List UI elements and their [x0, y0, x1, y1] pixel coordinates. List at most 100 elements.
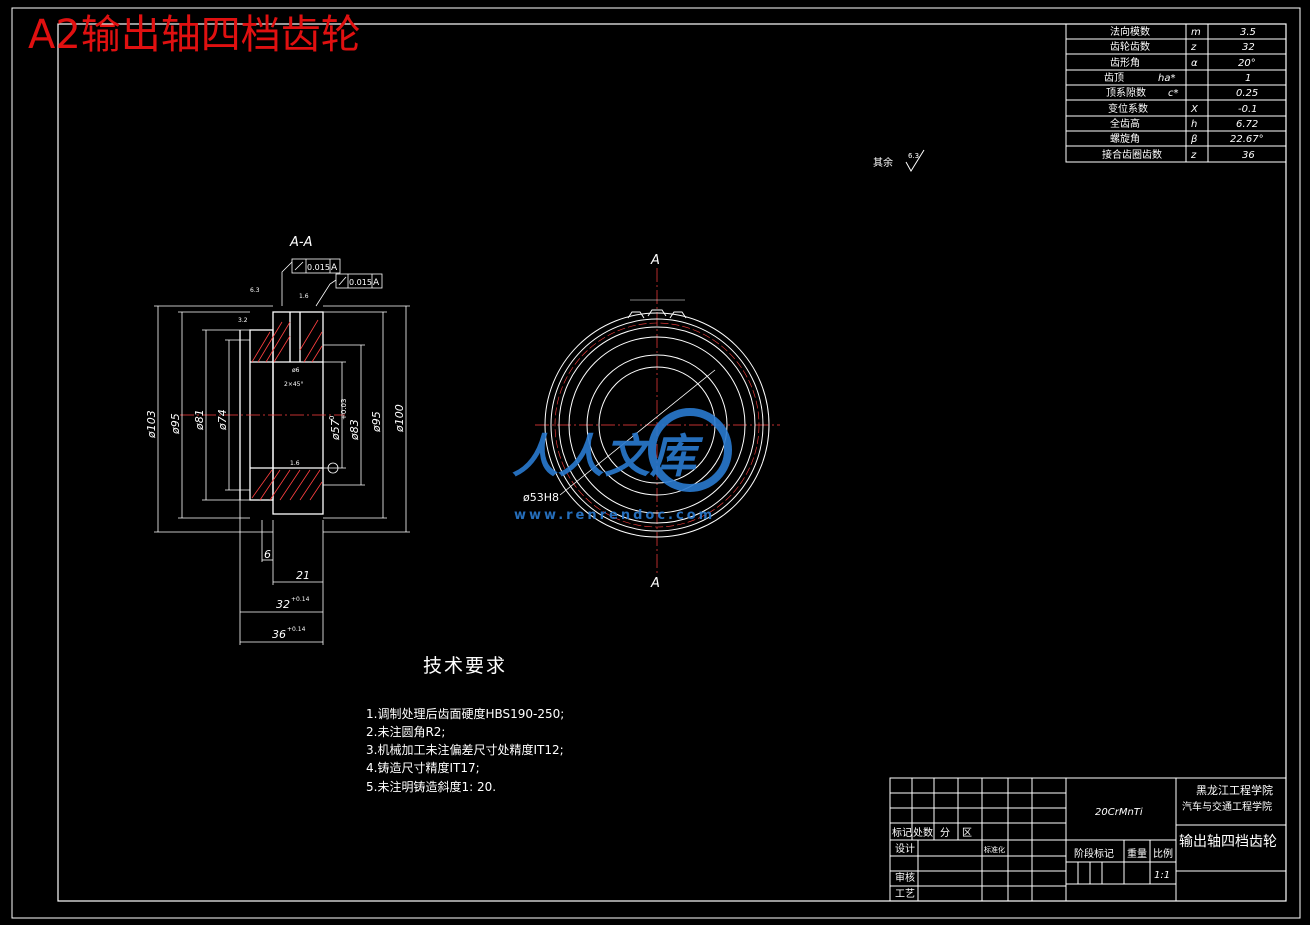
watermark-url: www.renrendoc.com: [514, 508, 715, 523]
param-value: 6.72: [1236, 119, 1258, 130]
note-roughness: 3.2: [238, 317, 248, 324]
watermark: 人人文库 www.renrendoc.com: [512, 408, 732, 523]
inner-frame: [57, 23, 1287, 902]
note-roughness: 1.6: [299, 293, 309, 300]
title-block-text: 20CrMnTi 黑龙江工程学院 汽车与交通工程学院 输出轴四档齿轮 标记 处数…: [892, 783, 1277, 900]
row-area: 区: [962, 827, 972, 839]
section-label: A-A: [289, 235, 312, 250]
param-name: 接合齿圈齿数: [1102, 148, 1162, 161]
tech-req-item: 4.铸造尺寸精度IT17;: [366, 760, 480, 775]
param-symbol: ha*: [1158, 73, 1175, 84]
tolerance-datum-1: A: [331, 263, 338, 273]
dim-label: ø83: [348, 419, 361, 441]
section-letter-top: A: [650, 253, 660, 268]
dim-label: ø57: [329, 419, 342, 441]
dim-label: ø103: [145, 410, 158, 439]
outer-frame: [11, 7, 1301, 919]
gear-parameter-table: [1065, 23, 1287, 163]
tech-req-item: 1.调制处理后齿面硬度HBS190-250;: [366, 706, 564, 721]
geometric-tolerance-frame-2: [335, 273, 383, 289]
row-mark: 标记: [892, 827, 912, 839]
school-department: 汽车与交通工程学院: [1182, 800, 1272, 813]
scale-value: 1:1: [1154, 870, 1170, 881]
param-value: 20°: [1238, 58, 1256, 69]
param-symbol: X: [1190, 104, 1199, 115]
tech-req-title: 技术要求: [423, 655, 507, 677]
section-view-a-a: A-A: [145, 235, 410, 645]
dim-tolerance: +0.03: [340, 399, 348, 420]
param-value: 22.67°: [1230, 134, 1264, 145]
param-value: 36: [1242, 150, 1255, 161]
dim-tolerance: +0.14: [287, 626, 306, 633]
param-symbol: z: [1190, 42, 1197, 53]
tech-req-item: 2.未注圆角R2;: [366, 724, 445, 739]
gear-circles: [544, 312, 770, 538]
gear-teeth: [627, 309, 687, 319]
param-value: 1: [1245, 73, 1251, 84]
row-count: 处数: [913, 826, 933, 839]
param-value: 3.5: [1240, 27, 1256, 38]
tolerance-value-1: 0.015: [307, 263, 330, 272]
param-symbol: β: [1190, 134, 1198, 145]
gear-parameter-rows: 法向模数 m 3.5 齿轮齿数 z 32 齿形角 α 20° 齿顶 ha* 1 …: [1102, 25, 1264, 161]
param-symbol: h: [1191, 119, 1197, 130]
datum-symbol: [327, 462, 339, 474]
design-label: 设计: [895, 842, 915, 855]
roughness-value: 6.3: [908, 152, 919, 160]
stage-mark-label: 阶段标记: [1074, 847, 1114, 860]
technical-requirements: 技术要求 1.调制处理后齿面硬度HBS190-250; 2.未注圆角R2; 3.…: [366, 655, 564, 794]
review-label: 审核: [895, 871, 915, 884]
dim-label: ø95: [370, 411, 383, 433]
section-letter-bottom: A: [650, 576, 660, 591]
note-hole: ø6: [292, 367, 300, 374]
bore-diameter-label: ø53H8: [523, 491, 559, 504]
pitch-circle: [554, 322, 760, 528]
scale-label: 比例: [1153, 847, 1173, 860]
param-name: 变位系数: [1108, 102, 1148, 115]
dim-label: ø95: [169, 413, 182, 435]
dim-label: ø100: [393, 404, 406, 433]
dim-label: 6: [264, 548, 271, 561]
dim-label: 21: [296, 569, 310, 582]
param-value: -0.1: [1238, 104, 1258, 115]
param-symbol: c*: [1168, 88, 1179, 99]
param-name: 顶系隙数: [1106, 86, 1146, 99]
param-symbol: m: [1191, 27, 1201, 38]
standardize-label: 标准化: [984, 845, 1005, 854]
watermark-logo-icon: [648, 408, 732, 492]
dim-label: 32: [276, 598, 290, 611]
roughness-note: 其余 6.3: [873, 149, 925, 172]
param-symbol: z: [1190, 150, 1197, 161]
dim-tolerance: +0.14: [291, 596, 310, 603]
page-title: A2输出轴四档齿轮: [28, 12, 361, 58]
title-block-grid: [889, 777, 1287, 902]
section-dimension-lines: [154, 261, 410, 645]
roughness-symbol-icon: [905, 149, 925, 172]
param-name: 法向模数: [1110, 25, 1150, 38]
tech-req-item: 5.未注明铸造斜度1: 20.: [366, 779, 496, 794]
param-name: 齿顶: [1104, 72, 1124, 84]
param-value: 32: [1242, 42, 1255, 53]
watermark-logo-text: 人人文库: [512, 429, 704, 483]
material: 20CrMnTi: [1095, 807, 1143, 818]
tolerance-value-2: 0.015: [349, 278, 372, 287]
dim-tolerance: 0: [328, 416, 336, 420]
param-name: 螺旋角: [1110, 132, 1140, 145]
process-label: 工艺: [895, 888, 915, 900]
dim-label: ø74: [216, 409, 229, 431]
dim-label: ø81: [193, 409, 206, 431]
param-name: 齿轮齿数: [1110, 40, 1150, 53]
note-roughness: 6.3: [250, 287, 260, 294]
tech-req-item: 3.机械加工未注偏差尺寸处精度IT12;: [366, 742, 564, 757]
tolerance-datum-2: A: [373, 278, 380, 288]
front-view: A A ø53H8: [523, 253, 780, 591]
note-roughness: 1.6: [290, 460, 300, 467]
note-chamfer: 2×45°: [284, 381, 303, 388]
weight-label: 重量: [1127, 847, 1147, 860]
row-zone: 分: [940, 827, 950, 839]
roughness-label: 其余: [873, 156, 893, 169]
param-value: 0.25: [1236, 88, 1258, 99]
param-symbol: α: [1191, 58, 1198, 69]
geometric-tolerance-frame-1: [291, 258, 341, 274]
